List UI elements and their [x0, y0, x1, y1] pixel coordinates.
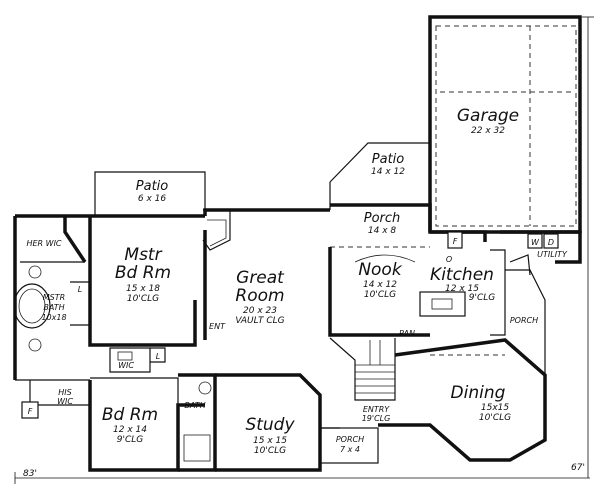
entry-label: ENTRY	[363, 405, 390, 414]
master-ceiling: 10'CLG	[127, 294, 159, 304]
porch-side	[505, 269, 546, 375]
depth-dimension-line	[582, 16, 594, 478]
porch-top-label: Porch	[364, 211, 401, 226]
nook-size: 14 x 12	[363, 280, 397, 290]
bedroom-size: 12 x 14	[113, 425, 147, 435]
linen-mark: L	[78, 285, 82, 294]
wic-label: WIC	[118, 361, 134, 370]
his-wic-line1: HIS	[58, 388, 71, 397]
washer-mark: W	[531, 238, 540, 247]
kitchen-label: Kitchen	[430, 265, 494, 285]
entry-ceiling: 19'CLG	[362, 414, 391, 423]
patio-left-label: Patio	[136, 179, 169, 194]
dryer-mark: D	[548, 238, 554, 247]
garage-size: 22 x 32	[471, 126, 505, 136]
porch-top-size: 14 x 8	[368, 226, 397, 236]
patio-left	[94, 171, 206, 216]
study-ceiling: 10'CLG	[254, 446, 286, 456]
ent-mark: ENT	[209, 322, 226, 331]
dining-size: 15x15	[481, 403, 510, 413]
great-room	[202, 208, 330, 340]
his-wic	[21, 380, 90, 419]
nook-kitchen	[328, 230, 582, 356]
study	[215, 373, 322, 472]
dining-label: Dining	[451, 383, 506, 403]
kitchen-size: 12 x 15	[445, 284, 479, 294]
dining	[378, 338, 547, 462]
fridge-box	[447, 231, 463, 249]
width-dimension: 83'	[23, 469, 37, 479]
dining-ceiling: 10'CLG	[479, 413, 511, 423]
kitchen-ceiling: 9'CLG	[469, 293, 495, 303]
nook-label: Nook	[358, 260, 403, 280]
bath	[178, 373, 217, 472]
kitchen-island	[419, 291, 466, 317]
oven-mark: O	[446, 255, 452, 264]
patio-top-label: Patio	[372, 152, 405, 167]
depth-dimension: 67'	[571, 463, 585, 473]
porch-front	[319, 427, 379, 464]
master-bath-line1: MSTR	[43, 293, 65, 302]
fridge2-mark: F	[28, 407, 33, 416]
utility	[509, 233, 559, 276]
master-bath-line2: BATH	[43, 303, 64, 312]
patio-top-size: 14 x 12	[371, 167, 405, 177]
great-room-ceiling: VAULT CLG	[235, 316, 284, 326]
bedroom-ceiling: 9'CLG	[117, 435, 143, 445]
width-dimension-line	[14, 472, 590, 484]
study-label: Study	[245, 415, 295, 435]
master-line2: Bd Rm	[115, 263, 171, 283]
garage-door-dashed	[435, 25, 577, 227]
linen2-mark: L	[156, 352, 160, 361]
fridge-mark: F	[453, 237, 458, 246]
patio-left-size: 6 x 16	[138, 194, 167, 204]
bath-label: BATH	[184, 401, 205, 410]
porch-front-size: 7 x 4	[340, 445, 360, 454]
his-wic-line2: WIC	[57, 397, 73, 406]
bathtub	[13, 283, 51, 329]
study-size: 15 x 15	[253, 436, 287, 446]
master-bath-size: 10x18	[41, 313, 66, 322]
porch-top	[330, 203, 432, 248]
her-wic-label: HER WIC	[26, 239, 61, 248]
master-size: 15 x 18	[126, 284, 160, 294]
pan-mark: PAN	[399, 329, 415, 338]
great-room-size: 20 x 23	[243, 306, 277, 316]
master-suite	[13, 214, 205, 381]
bedroom-label: Bd Rm	[102, 405, 158, 425]
utility-label: UTILITY	[537, 250, 568, 259]
wic-linen	[109, 347, 166, 373]
great-room-line1: Great	[236, 268, 285, 288]
nook-ceiling: 10'CLG	[364, 290, 396, 300]
master-line1: Mstr	[124, 245, 162, 265]
great-room-line2: Room	[235, 286, 284, 306]
porch-front-label: PORCH	[336, 435, 364, 444]
porch-side-label: PORCH	[510, 316, 538, 325]
garage-label: Garage	[457, 106, 519, 126]
